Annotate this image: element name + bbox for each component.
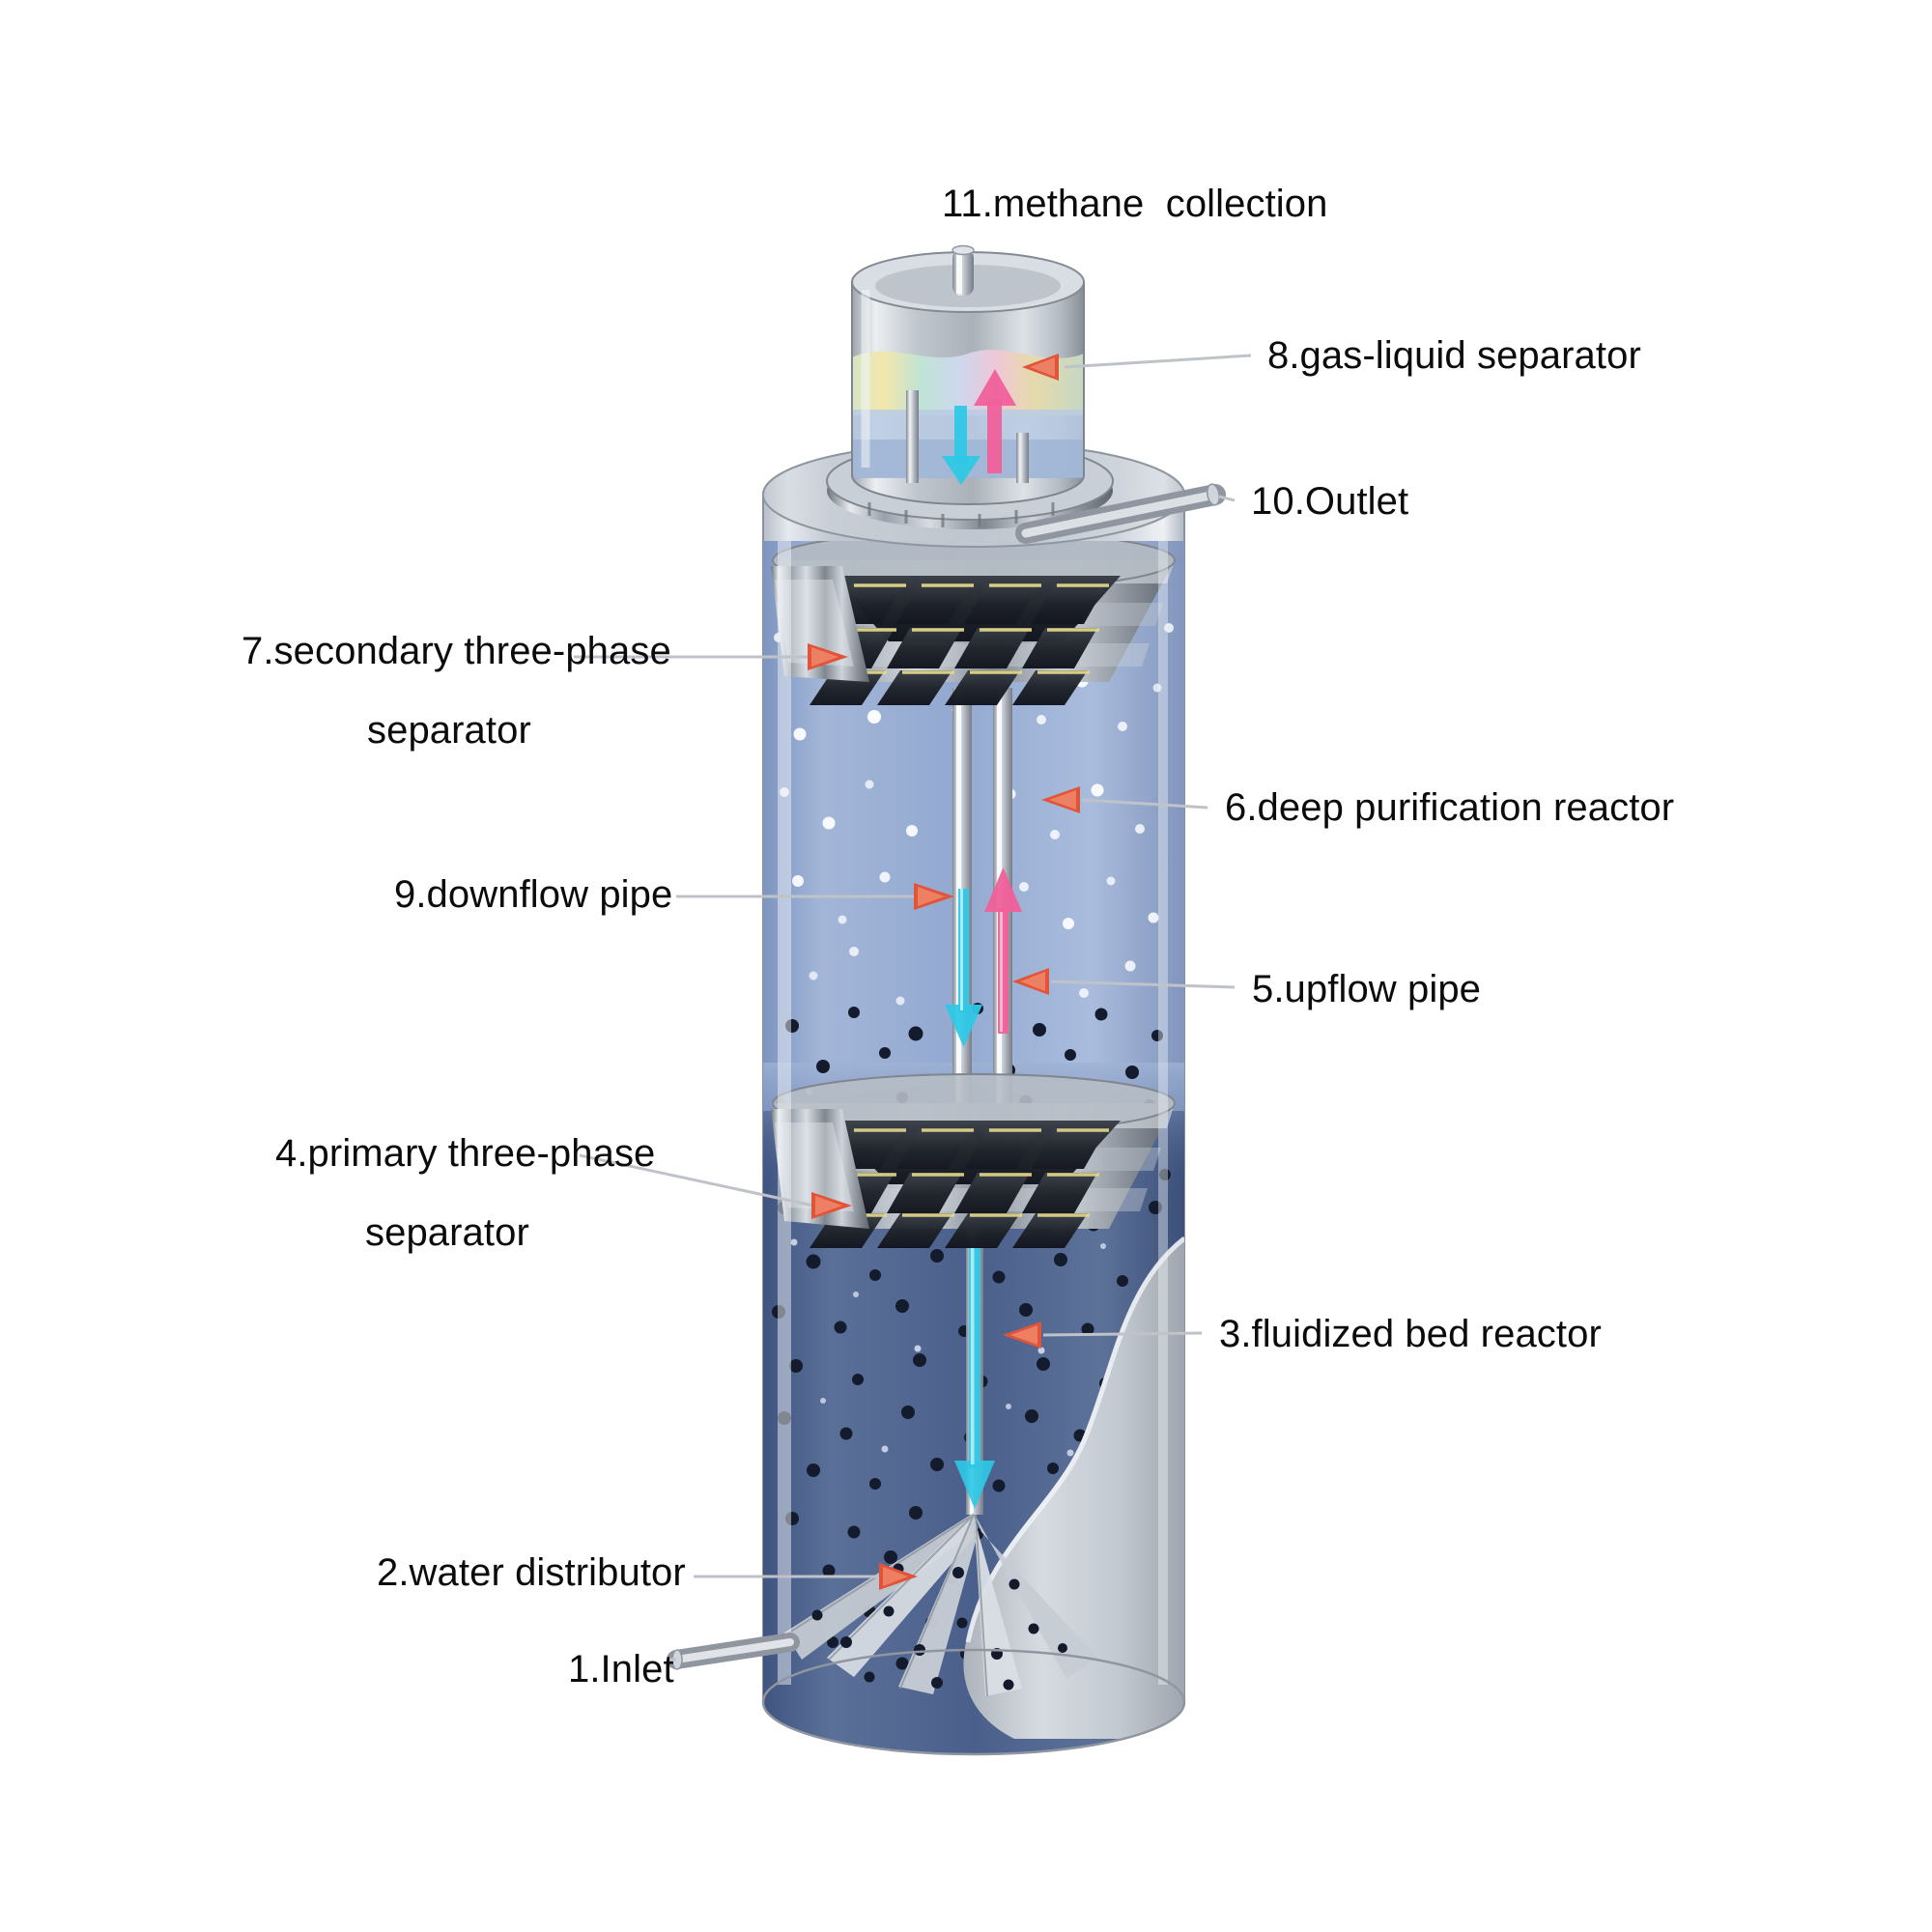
pointer-arrow-9 [914,883,954,910]
leader-10 [1218,495,1236,502]
callout-label-inlet: 1.Inlet [568,1648,674,1690]
callout-label-primary-three-phase-separator-line2: separator [365,1211,529,1254]
callout-label-primary-three-phase-separator-line1: 4.primary three-phase [275,1132,656,1175]
outlet-pipe [1015,483,1226,544]
pointer-arrow-6 [1041,786,1080,813]
dome-upflow-arrow [974,369,1016,473]
callout-label-outlet: 10.Outlet [1251,480,1409,523]
pointer-arrow-3 [1003,1321,1041,1349]
lower-downflow-arrow [954,1246,995,1509]
leader-5 [1050,980,1236,989]
secondary-three-phase-separator [771,541,1176,705]
callout-label-downflow-pipe: 9.downflow pipe [394,873,673,916]
leader-4 [579,1153,814,1208]
reactor-vessel [761,441,1186,1756]
pointer-arrow-7 [808,643,848,670]
callout-label-methane-collection: 11.methane collection [942,183,1328,225]
callout-leaders [574,354,1252,1662]
pointer-arrows [808,354,1080,1590]
inlet-pipe [667,1633,800,1670]
pointer-arrow-2 [879,1563,918,1590]
callout-label-secondary-three-phase-separator-line1: 7.secondary three-phase [242,630,671,672]
callout-label-deep-purification-reactor: 6.deep purification reactor [1225,786,1675,829]
vessel-contents [763,541,1184,1754]
mid-downflow-arrow [945,889,982,1047]
callout-label-fluidized-bed-reactor: 3.fluidized bed reactor [1219,1313,1602,1355]
pointer-arrow-4 [811,1192,852,1219]
leader-8 [1064,354,1252,369]
callout-label-secondary-three-phase-separator-line2: separator [367,709,531,752]
leader-3 [1042,1331,1203,1337]
leader-6 [1081,798,1208,810]
callout-label-water-distributor: 2.water distributor [377,1551,686,1594]
dome-downflow-arrow [942,406,980,485]
pointer-arrow-8 [1022,354,1059,381]
primary-three-phase-separator [771,1073,1176,1248]
vessel-cutaway-wall [963,1236,1184,1739]
callout-label-upflow-pipe: 5.upflow pipe [1252,968,1482,1010]
mid-upflow-arrow [984,867,1022,1034]
pointer-arrow-5 [1012,968,1049,995]
methane-collection-vent [952,244,975,296]
callout-label-gas-liquid-separator: 8.gas-liquid separator [1267,334,1641,377]
